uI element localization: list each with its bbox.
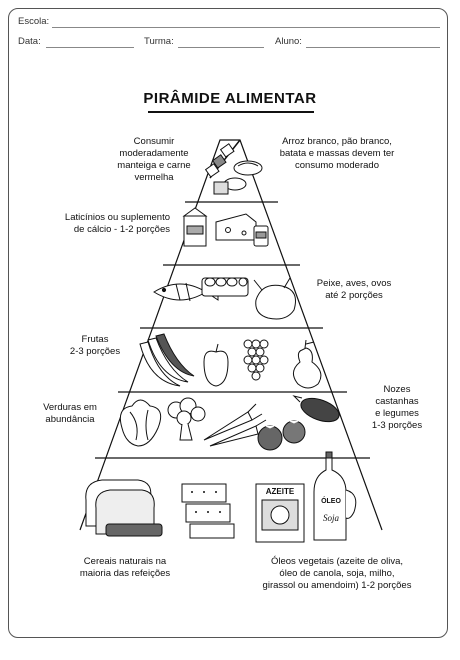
carrot-icon: [203, 403, 267, 447]
class-field[interactable]: [178, 47, 264, 48]
yogurt-icon: [253, 225, 269, 247]
chicken-icon: [253, 277, 296, 320]
bread-slices-icon: [85, 479, 163, 537]
school-field[interactable]: [52, 27, 440, 28]
school-label: Escola:: [18, 16, 50, 27]
apple-icon: [203, 343, 229, 387]
tomato-icon: [257, 420, 306, 451]
page-title: PIRÂMIDE ALIMENTAR: [143, 90, 317, 107]
label-oils: Óleos vegetais (azeite de oliva,óleo de …: [262, 556, 412, 591]
azeite-can-label: AZEITE: [265, 487, 295, 496]
date-field[interactable]: [46, 47, 134, 48]
grapes-icon: [243, 339, 269, 381]
cheese-icon: [215, 213, 257, 241]
meat-skewer-icon: [204, 139, 241, 179]
student-label: Aluno:: [275, 36, 302, 47]
egg-carton-icon: [201, 277, 249, 297]
eggplant-icon: [292, 395, 340, 423]
oil-bottle-label: ÓLEO: [321, 498, 341, 505]
oil-bottle-brand: Soja: [322, 513, 339, 523]
date-label: Data:: [18, 36, 41, 47]
label-top-right: Arroz branco, pão branco,batata e massas…: [279, 136, 395, 171]
broccoli-icon: [167, 397, 206, 441]
bread-roll-icon: [213, 160, 263, 195]
olive-oil-can-icon: [255, 483, 305, 543]
worksheet-frame: [8, 8, 448, 638]
pear-icon: [293, 339, 322, 389]
milk-carton-icon: [182, 207, 208, 247]
crackers-icon: [181, 483, 235, 539]
banana-icon: [139, 333, 195, 387]
student-field[interactable]: [306, 47, 440, 48]
title-underline: [148, 111, 314, 113]
pyramid-outline: [79, 139, 383, 531]
oil-bottle-icon: [313, 451, 357, 541]
class-label: Turma:: [144, 36, 174, 47]
lettuce-icon: [119, 399, 162, 447]
